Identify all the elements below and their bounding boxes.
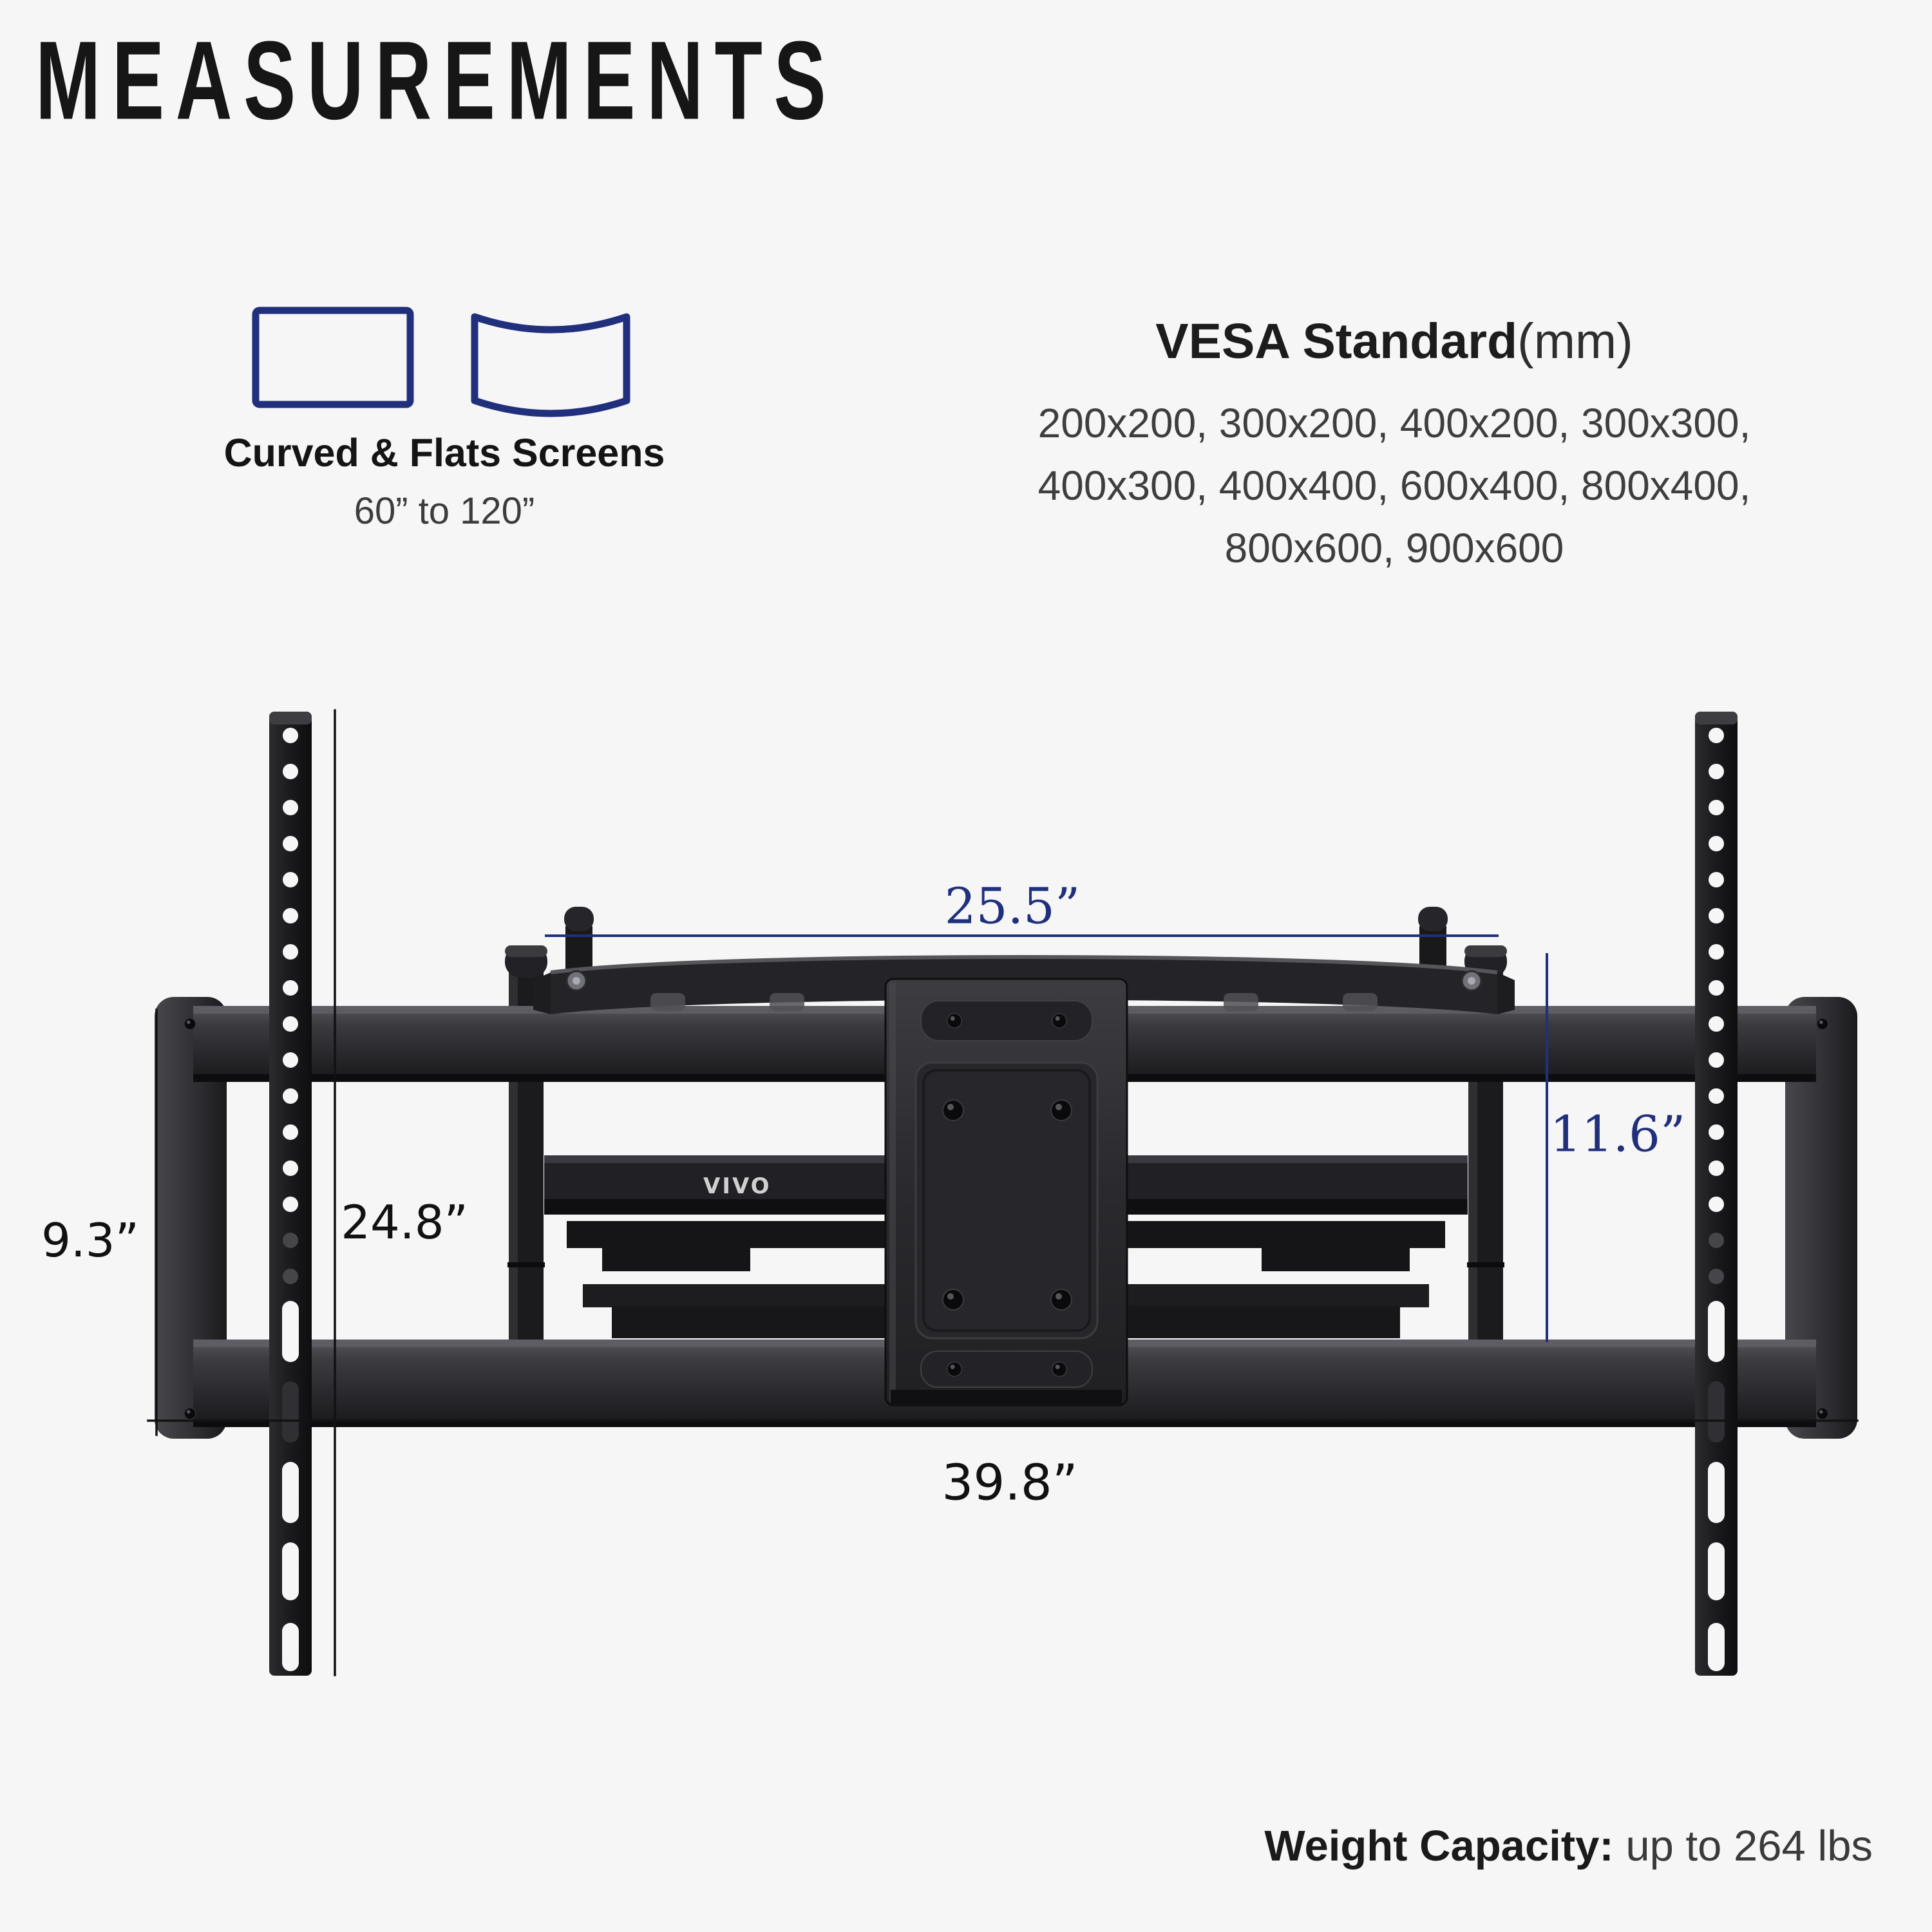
brand-logo: VIVO	[703, 1173, 772, 1199]
vesa-standard-block: VESA Standard(mm) 200x200, 300x200, 400x…	[995, 313, 1794, 580]
vesa-size-list: 200x200, 300x200, 400x200, 300x300, 400x…	[995, 392, 1794, 580]
vesa-size-line: 800x600, 900x600	[1224, 525, 1564, 571]
screens-label: Curved & Flats Screens	[223, 431, 665, 475]
weight-capacity-label: Weight Capacity:	[1264, 1822, 1614, 1870]
vesa-plate	[884, 978, 1128, 1406]
right-tv-bracket-rail	[1695, 712, 1738, 1676]
weight-capacity: Weight Capacity: up to 264 lbs	[1264, 1821, 1873, 1871]
vesa-title: VESA Standard(mm)	[995, 313, 1794, 370]
vesa-size-line: 400x300, 400x400, 600x400, 800x400,	[1037, 462, 1751, 509]
dimension-label-total-width: 39.8”	[942, 1454, 1078, 1512]
dimension-label-top-width: 25.5”	[944, 878, 1081, 936]
articulating-arms: VIVO	[544, 1155, 1468, 1338]
dimension-label-bracket-height: 24.8”	[341, 1195, 468, 1249]
page-title: MEASUREMENTS	[35, 18, 838, 144]
vesa-title-unit: (mm)	[1517, 314, 1633, 369]
left-tv-bracket-rail	[269, 712, 312, 1676]
dimension-label-plate-side-height: 11.6”	[1549, 1106, 1686, 1164]
screen-icons	[252, 307, 630, 417]
weight-capacity-value: up to 264 lbs	[1613, 1822, 1873, 1870]
dimension-label-frame-height: 9.3”	[41, 1213, 139, 1267]
vesa-title-text: VESA Standard	[1155, 314, 1518, 369]
vesa-size-line: 200x200, 300x200, 400x200, 300x300,	[1037, 400, 1751, 446]
curved-screen-icon	[471, 313, 630, 417]
flat-screen-icon	[252, 307, 414, 408]
top-crossbar	[533, 955, 1515, 1014]
screens-size-range: 60” to 120”	[354, 490, 535, 532]
